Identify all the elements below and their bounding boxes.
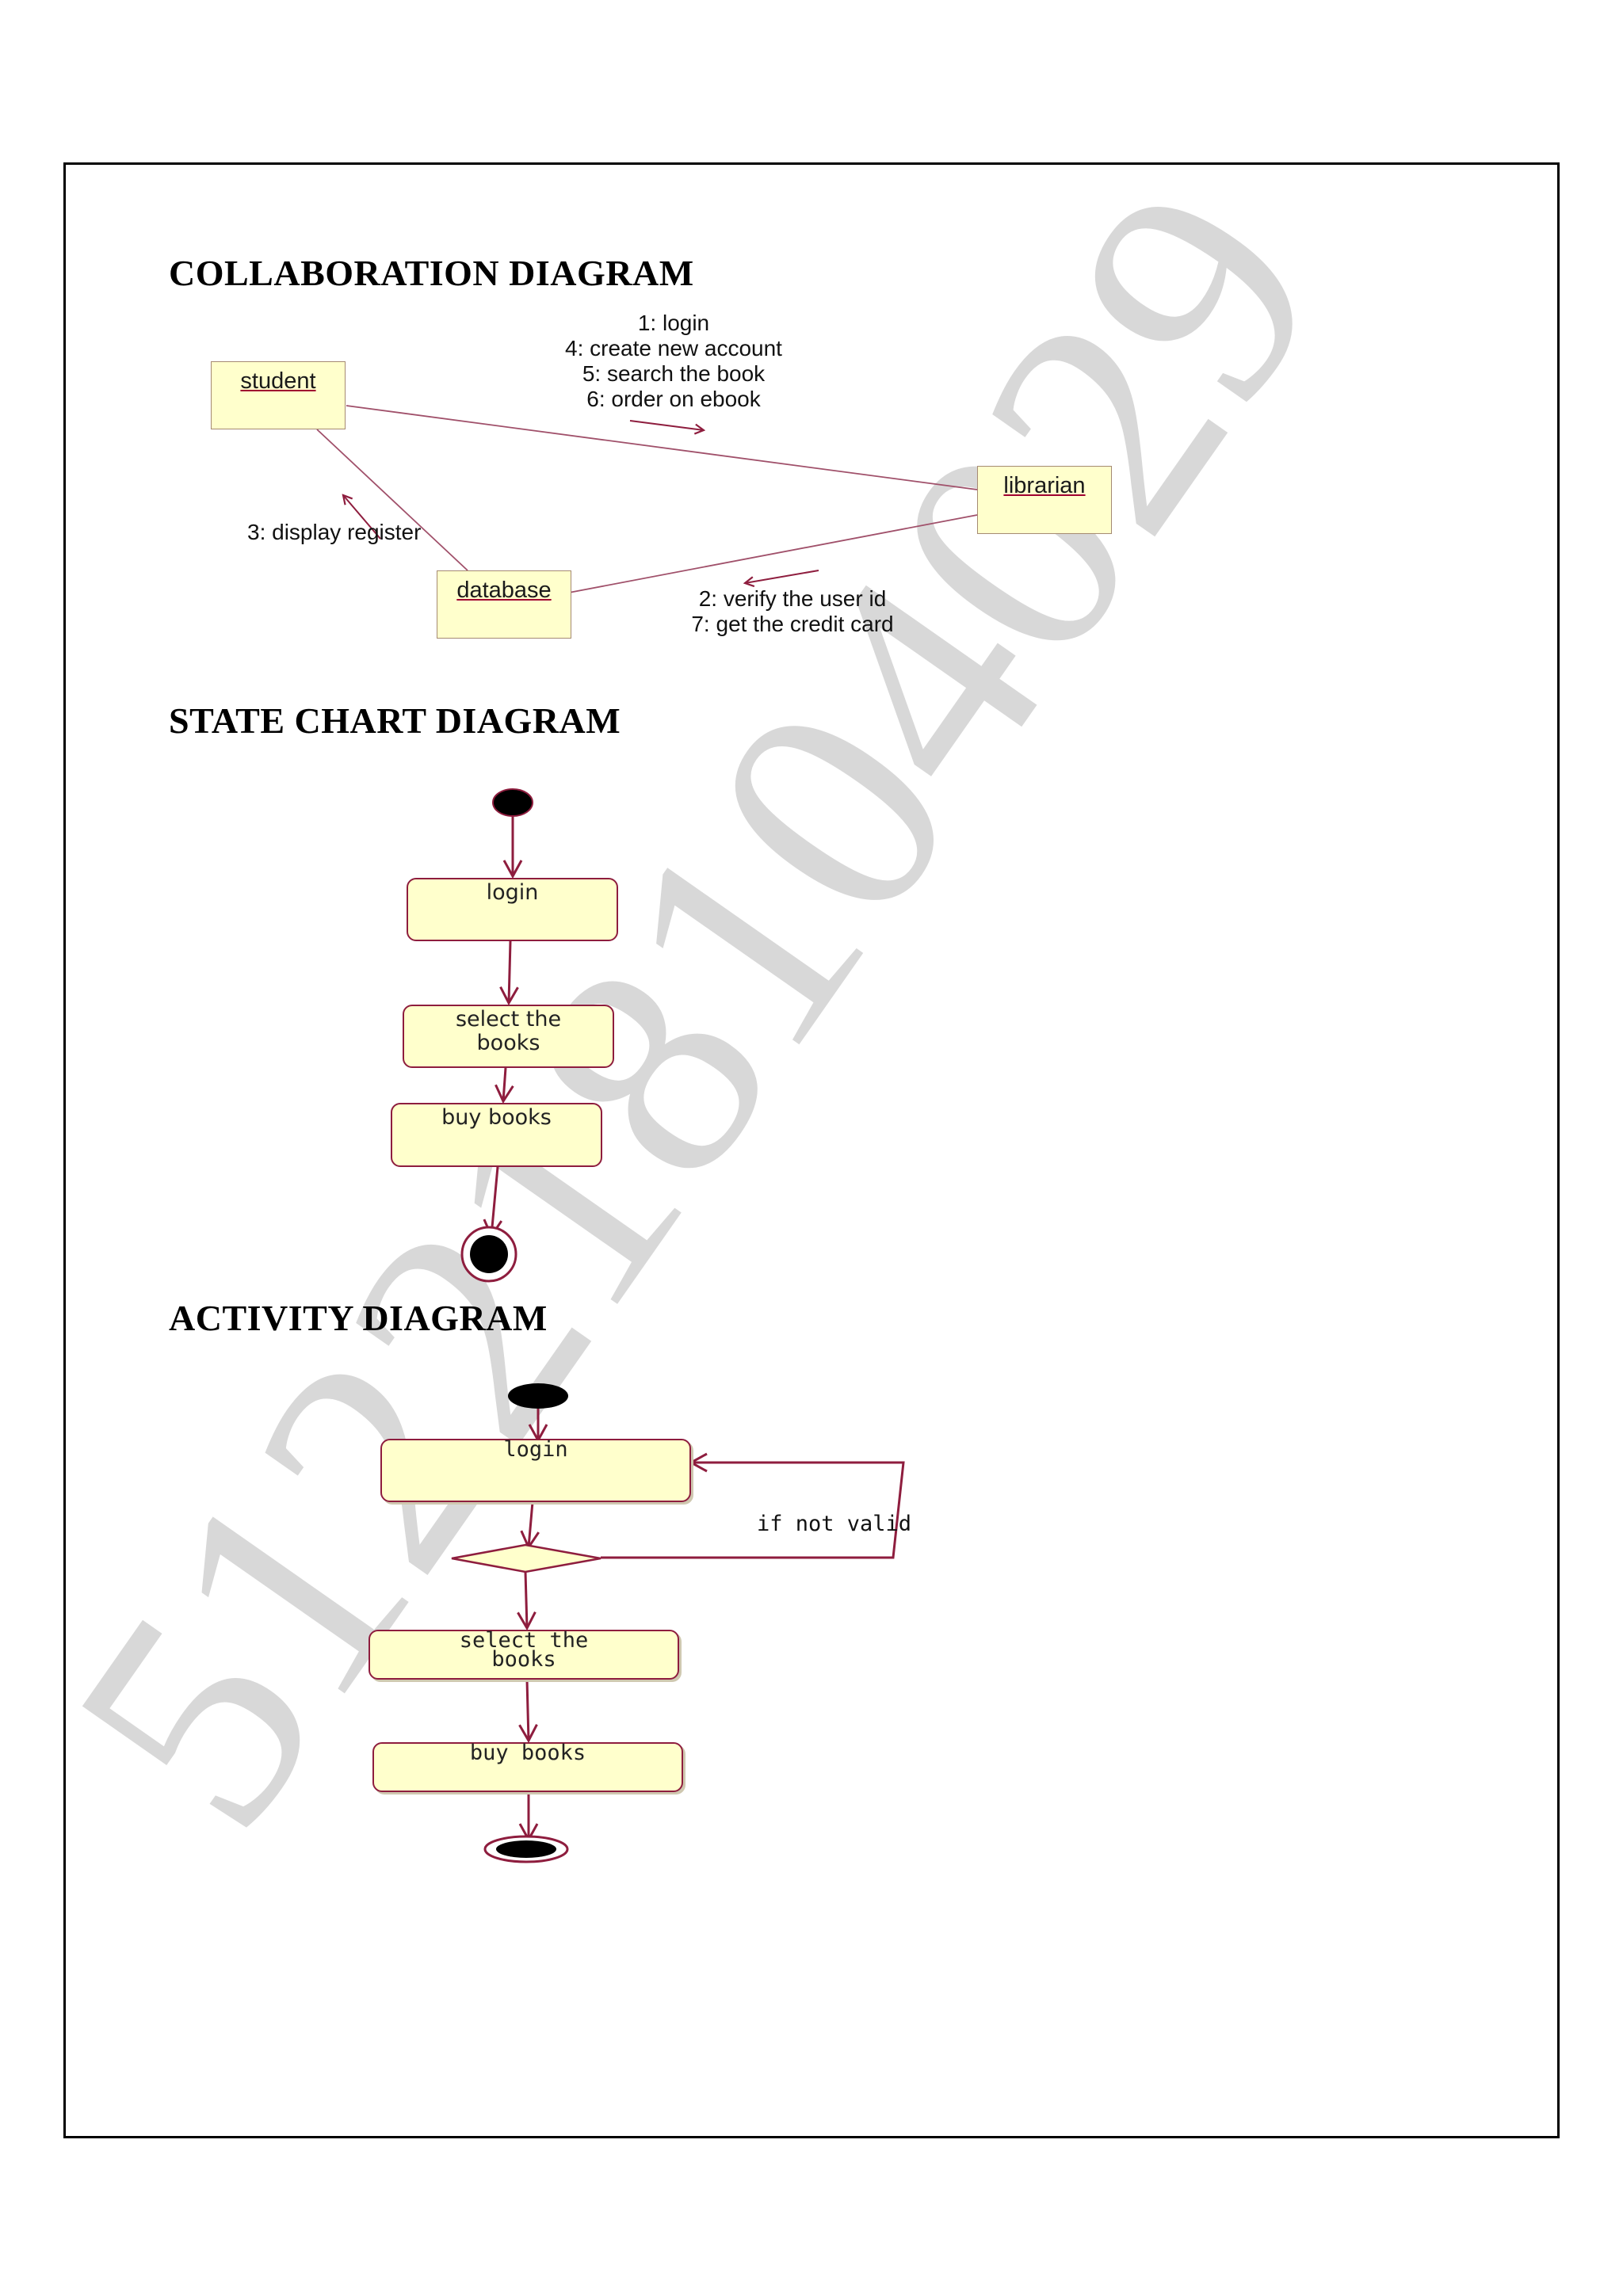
- message-label: 7: get the credit card: [691, 612, 894, 636]
- activity-buy-books: buy books: [372, 1742, 683, 1792]
- statechart-final-state-core: [470, 1235, 508, 1273]
- activity-initial-node: [508, 1383, 568, 1409]
- transition-select-buy: [495, 1067, 514, 1104]
- state-select-label-line2: books: [476, 1031, 540, 1055]
- state-select-the-books: select the books: [403, 1005, 614, 1068]
- link-student-librarian: [346, 405, 978, 490]
- collaboration-diagram-heading: COLLABORATION DIAGRAM: [169, 253, 694, 293]
- activity-select-label-line1: select the: [459, 1628, 589, 1653]
- transition-login-select: [499, 940, 519, 1006]
- state-login-label: login: [486, 880, 539, 905]
- activity-login: login: [380, 1439, 691, 1502]
- object-librarian: librarian: [977, 466, 1112, 534]
- state-login: login: [407, 878, 618, 941]
- flow-login-decision: [520, 1501, 540, 1550]
- state-select-label-line1: select the: [455, 1007, 562, 1032]
- msg-arrow-to-database: [745, 570, 819, 583]
- transition-buy-end: [483, 1166, 503, 1239]
- messages-librarian-database: 2: verify the user id 7: get the credit …: [650, 586, 935, 637]
- activity-select-label-line2: books: [491, 1647, 556, 1672]
- statechart-initial-state: [492, 788, 533, 817]
- object-librarian-label: librarian: [1003, 473, 1086, 498]
- flow-decision-select: [517, 1571, 537, 1631]
- object-database-label: database: [456, 578, 552, 603]
- msg-arrow-to-student: [343, 495, 381, 540]
- message-label: 6: order on ebook: [586, 387, 761, 411]
- activity-diagram-heading: ACTIVITY DIAGRAM: [169, 1298, 548, 1338]
- flow-if-not-valid: [601, 1452, 905, 1559]
- decision-diamond: [451, 1543, 601, 1573]
- activity-final-node-core: [496, 1840, 556, 1858]
- statechart-diagram-heading: STATE CHART DIAGRAM: [169, 700, 621, 741]
- message-display-register: 3: display register: [247, 520, 422, 544]
- activity-buy-label: buy books: [469, 1741, 586, 1765]
- guard-if-not-valid: if not valid: [757, 1512, 912, 1536]
- object-student-label: student: [240, 368, 316, 394]
- link-student-database: [316, 429, 468, 571]
- messages-student-librarian: 1: login 4: create new account 5: search…: [507, 311, 840, 412]
- message-label: 4: create new account: [565, 336, 782, 360]
- activity-login-label: login: [503, 1437, 568, 1462]
- message-label: 5: search the book: [582, 361, 766, 386]
- message-label: 1: login: [637, 311, 710, 335]
- link-database-librarian: [568, 514, 978, 593]
- msg-arrow-to-librarian: [629, 420, 704, 430]
- page-frame: [63, 162, 1560, 2138]
- state-buy-label: buy books: [441, 1105, 552, 1130]
- message-label: 2: verify the user id: [698, 586, 887, 611]
- state-buy-books: buy books: [391, 1103, 602, 1167]
- object-student: student: [211, 361, 346, 429]
- flow-select-buy: [518, 1679, 538, 1744]
- object-database: database: [437, 570, 571, 639]
- activity-select-the-books: select the books: [369, 1630, 679, 1680]
